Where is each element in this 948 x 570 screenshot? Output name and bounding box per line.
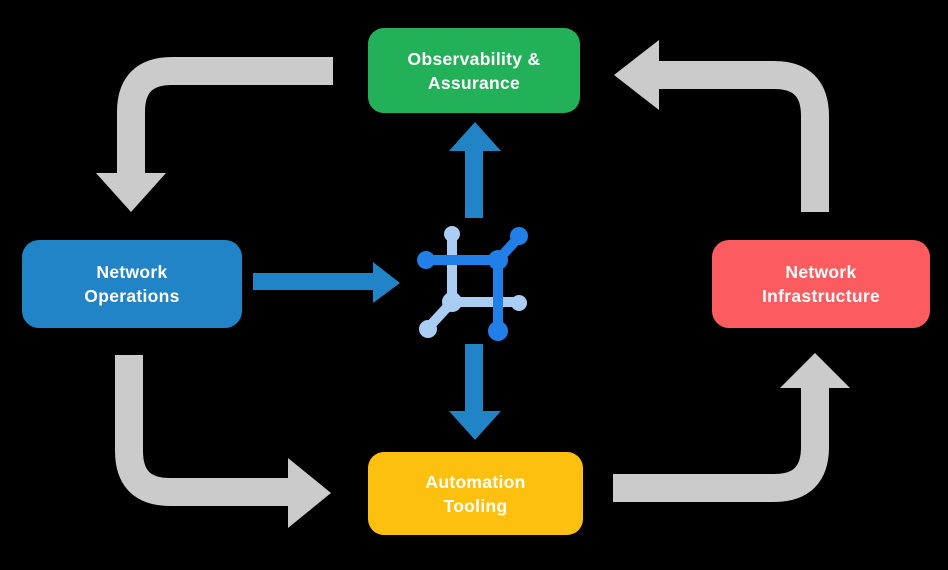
node-label-line: Network: [96, 262, 168, 282]
gray-arrow-automation-to-infrastructure: [613, 353, 850, 502]
node-label-line: Infrastructure: [762, 286, 880, 306]
node-automation-tooling: Automation Tooling: [368, 452, 583, 535]
blue-arrow-center-to-observability: [449, 122, 501, 218]
gray-arrow-infrastructure-to-observability: [614, 40, 829, 212]
node-network-infrastructure: Network Infrastructure: [712, 240, 930, 328]
node-label-line: Assurance: [427, 72, 521, 93]
node-label-line: Observability &: [407, 48, 541, 69]
node-label-line: Tooling: [443, 495, 508, 516]
node-observability-assurance: Observability & Assurance: [368, 28, 580, 113]
blue-arrow-operations-to-center: [253, 262, 400, 303]
blue-arrow-center-to-automation: [449, 344, 501, 440]
node-network-operations: Network Operations: [22, 240, 242, 328]
network-mesh-icon: [417, 226, 528, 341]
gray-arrow-observability-to-operations: [96, 57, 333, 212]
node-label-line: Automation: [425, 471, 526, 492]
node-label-line: Network: [785, 262, 857, 282]
gray-arrow-operations-to-automation: [115, 355, 331, 528]
node-label-line: Operations: [84, 286, 180, 306]
